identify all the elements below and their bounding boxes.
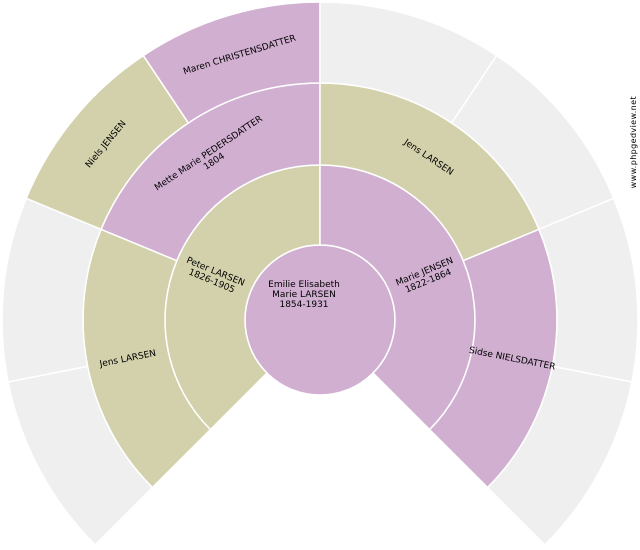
empty-segment-mmm (486, 365, 633, 546)
watermark: www.phpgedview.net (629, 96, 638, 189)
person-root-circle[interactable] (244, 244, 396, 396)
